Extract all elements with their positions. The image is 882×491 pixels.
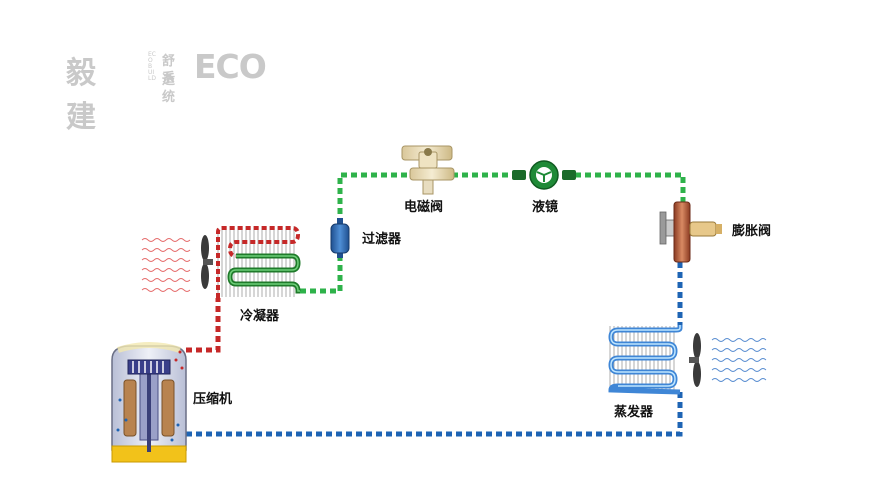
suction-line-pipe (186, 262, 683, 437)
liquid-line-pipe (300, 172, 686, 294)
logo-chinese-text: 毅建 (66, 56, 98, 135)
label-condenser: 冷凝器 (240, 309, 280, 324)
evaporator (608, 325, 767, 395)
condenser-hot-air (141, 238, 191, 292)
compressor (111, 342, 187, 463)
label-sight-glass: 液镜 (532, 200, 559, 215)
hot-gas-line-pipe (186, 298, 221, 353)
condenser (141, 226, 301, 298)
logo-eco: ECO (194, 47, 267, 86)
label-compressor: 压缩机 (193, 392, 233, 407)
expansion-valve (659, 201, 722, 263)
logo-line2: 系统 (162, 71, 176, 105)
evaporator-fan-icon (689, 333, 701, 387)
label-solenoid-valve: 电磁阀 (404, 200, 444, 215)
sight-glass (512, 160, 576, 190)
logo-line1: 舒适 (162, 54, 176, 88)
solenoid-valve (401, 145, 455, 195)
label-expansion-valve: 膨胀阀 (732, 224, 772, 239)
condenser-fan-icon (201, 235, 213, 289)
label-evaporator: 蒸发器 (614, 405, 654, 420)
filter-drier (330, 218, 350, 258)
evaporator-cold-air (711, 338, 767, 382)
logo-vertical-text: ECOBUILD (148, 51, 156, 82)
label-filter: 过滤器 (362, 232, 402, 247)
